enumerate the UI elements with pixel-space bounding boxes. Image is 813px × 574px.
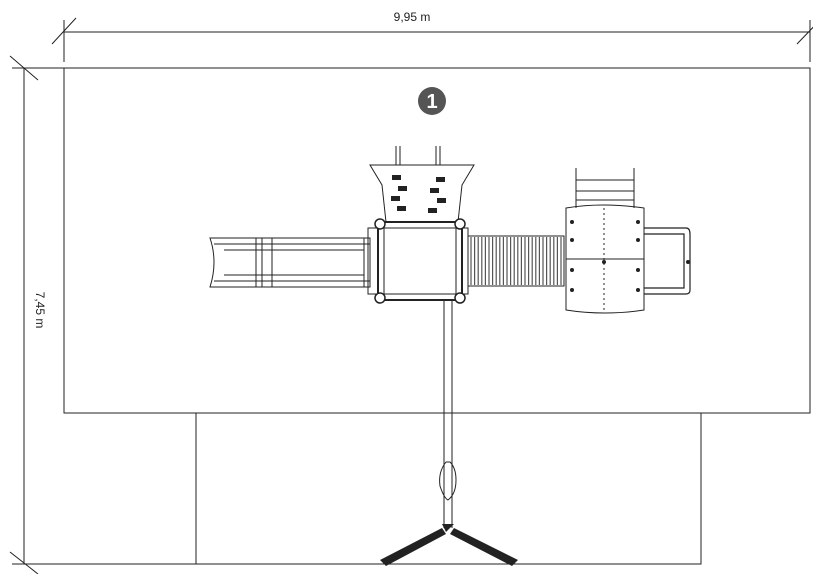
beam-base-stand xyxy=(380,524,518,566)
beam-arm xyxy=(439,300,457,528)
slide xyxy=(209,237,371,288)
slide-outline xyxy=(209,237,371,288)
tunnel-bridge xyxy=(467,235,565,287)
climbing-net xyxy=(369,146,475,223)
safety-zone-lower xyxy=(195,413,702,565)
height-dimension xyxy=(9,55,196,574)
safety-zone-main xyxy=(63,67,811,414)
item-marker: 1 xyxy=(418,87,446,115)
ladder xyxy=(575,168,635,208)
tower-platform xyxy=(377,221,463,301)
central-tower xyxy=(367,221,469,301)
climbing-grips xyxy=(391,175,446,213)
item-marker-circle xyxy=(418,87,446,115)
handrail-loop xyxy=(644,227,691,295)
right-platform xyxy=(565,204,645,314)
height-tick-bottom xyxy=(9,551,39,574)
tunnel-ribs xyxy=(470,237,562,285)
beam-seat xyxy=(439,461,457,501)
height-dimension-label: 7,45 m xyxy=(33,292,47,329)
tower-posts xyxy=(374,218,466,304)
width-dimension-label: 9,95 m xyxy=(394,10,431,24)
width-dimension xyxy=(51,17,813,62)
item-marker-number: 1 xyxy=(426,91,437,113)
width-tick-left xyxy=(51,17,77,45)
climbing-net-frame xyxy=(369,164,475,223)
height-tick-top xyxy=(9,55,39,81)
platform-bolts xyxy=(570,220,690,292)
width-tick-right xyxy=(796,26,813,45)
right-platform-deck xyxy=(565,204,645,314)
